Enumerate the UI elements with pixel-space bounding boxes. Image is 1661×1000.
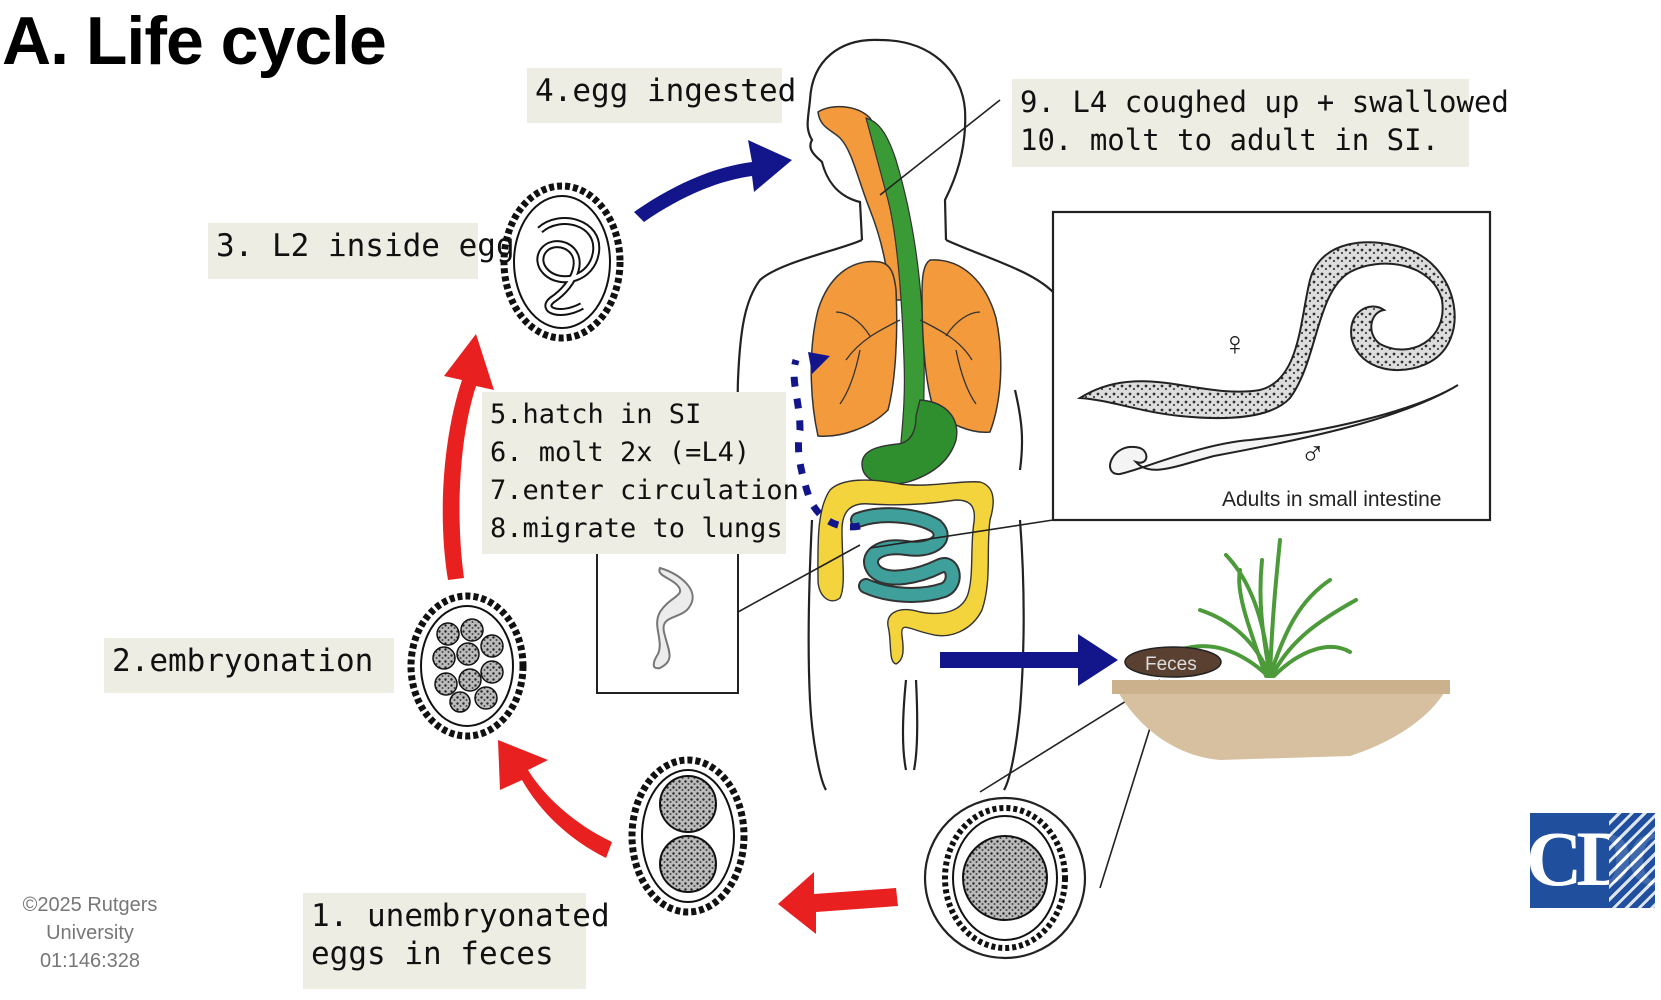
blue-arrows xyxy=(634,140,1118,686)
note-hatch-line4: 8.migrate to lungs xyxy=(490,513,783,544)
red-arrows xyxy=(442,334,898,934)
migration-path xyxy=(790,352,861,531)
egg-two-cell xyxy=(628,756,748,916)
note-coughed-line2: 10. molt to adult in SI. xyxy=(1020,123,1440,157)
note-unembryonated-eggs: 1. unembryonated eggs in feces xyxy=(303,893,610,989)
human-body-outline xyxy=(736,38,1072,791)
arrow-embryo-to-larvated xyxy=(442,334,494,580)
grass-plant xyxy=(1178,538,1358,678)
note-hatch-line1: 5.hatch in SI xyxy=(490,399,702,430)
male-symbol: ♂ xyxy=(1300,435,1326,473)
arrow-egg-ingested xyxy=(634,140,792,222)
note-coughed-line1: 9. L4 coughed up + swallowed xyxy=(1020,85,1509,119)
egg-larvated xyxy=(500,182,624,342)
soil-scene: Feces xyxy=(1112,538,1450,760)
note-unembryonated-line2: eggs in feces xyxy=(311,936,554,972)
arrow-egg-to-two-cell xyxy=(778,872,898,934)
note-hatch-migrate: 5.hatch in SI 6. molt 2x (=L4) 7.enter c… xyxy=(482,392,799,554)
cdc-logo: CDC xyxy=(1530,813,1655,908)
note-l2-inside-egg: 3. L2 inside egg xyxy=(208,223,515,279)
cdc-logo-stripes xyxy=(1609,813,1655,908)
egg-in-soil-magnified xyxy=(923,796,1087,960)
egg-embryonating xyxy=(407,592,527,740)
feces-label: Feces xyxy=(1145,654,1197,675)
female-worm xyxy=(1076,241,1456,420)
larva xyxy=(652,566,694,670)
arrow-feces-out xyxy=(940,634,1118,686)
male-worm xyxy=(1109,384,1459,476)
note-hatch-line3: 7.enter circulation xyxy=(490,475,799,506)
note-l2-inside-egg-text: 3. L2 inside egg xyxy=(216,228,515,264)
left-lung xyxy=(810,260,898,437)
feces-mound xyxy=(1124,646,1222,678)
copyright-notice: ©2025 Rutgers University 01:146:328 xyxy=(10,891,170,975)
note-embryonation: 2.embryonation xyxy=(104,638,394,693)
copyright-line3: 01:146:328 xyxy=(39,950,141,972)
note-unembryonated-line1: 1. unembryonated xyxy=(311,898,610,934)
large-intestine xyxy=(817,479,994,665)
note-egg-ingested: 4.egg ingested xyxy=(527,68,797,123)
arrow-two-cell-to-embryo xyxy=(498,740,612,858)
female-symbol: ♀ xyxy=(1222,325,1248,363)
larva-inset xyxy=(596,551,739,694)
note-egg-ingested-text: 4.egg ingested xyxy=(535,73,797,109)
page-title: A. Life cycle xyxy=(2,3,387,79)
copyright-line2: University xyxy=(46,922,134,944)
organs xyxy=(810,105,1002,665)
note-hatch-line2: 6. molt 2x (=L4) xyxy=(490,437,751,468)
copyright-line1: ©2025 Rutgers xyxy=(22,894,158,916)
adults-label: Adults in small intestine xyxy=(1222,488,1441,511)
adults-inset: ♀ ♂ Adults in small intestine xyxy=(1051,210,1492,522)
note-coughed-up: 9. L4 coughed up + swallowed 10. molt to… xyxy=(1012,79,1509,167)
note-embryonation-text: 2.embryonation xyxy=(112,643,374,679)
